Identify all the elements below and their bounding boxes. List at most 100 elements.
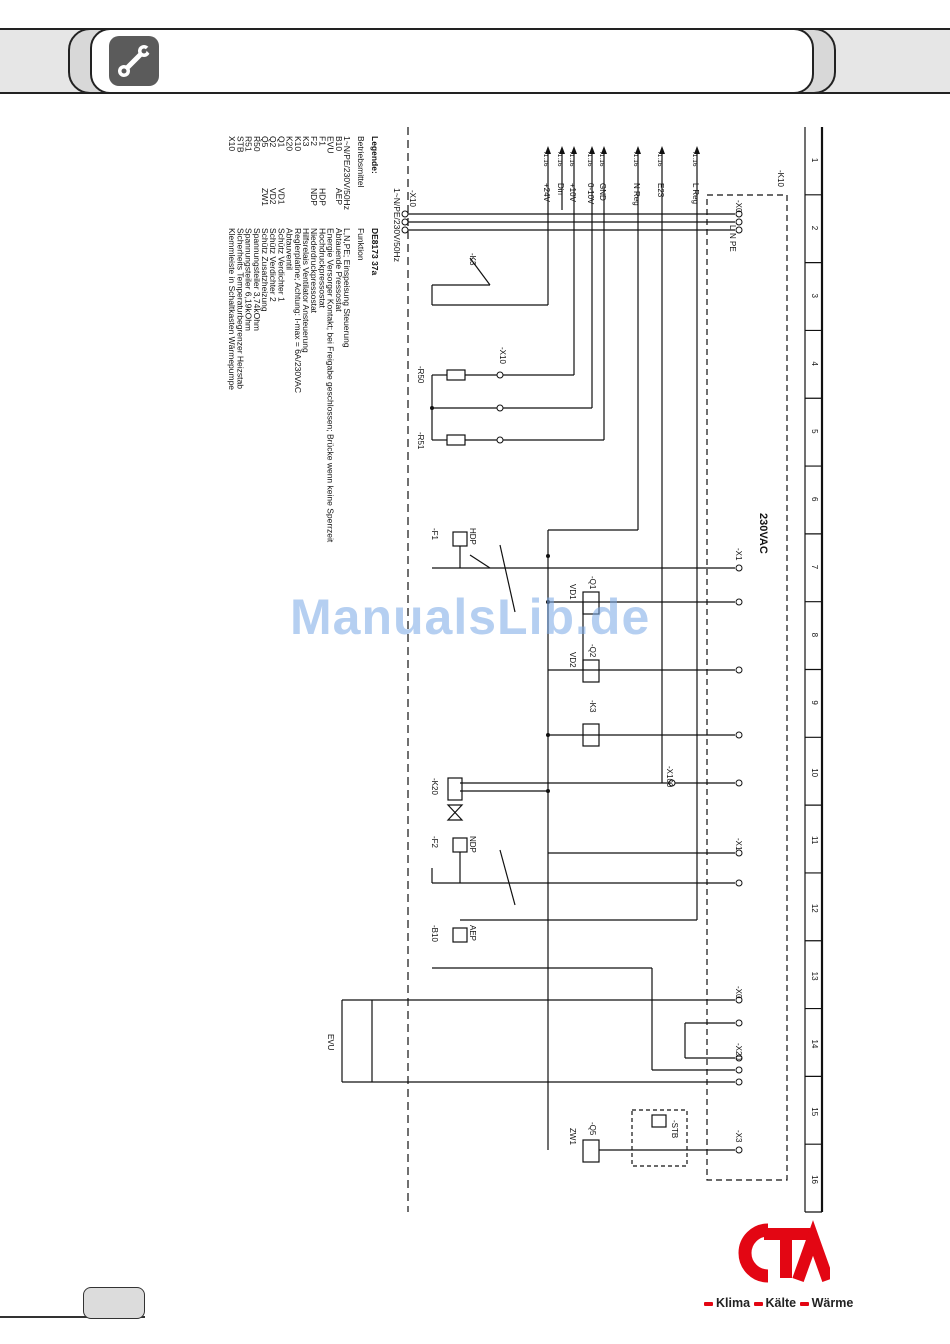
column-number: 8 bbox=[810, 633, 819, 638]
sig-e23: E23 bbox=[656, 183, 665, 198]
legend-cell: Schütz Zusatzheizung bbox=[260, 228, 270, 312]
term-l: L bbox=[728, 225, 737, 230]
legend-cell: Spannungsteiler 6,19kOhm bbox=[244, 228, 254, 331]
label-k10: -K10 bbox=[776, 170, 785, 187]
label-stb: -STB bbox=[670, 1120, 679, 1138]
label-x100: -X100 bbox=[665, 766, 674, 788]
reference-label: /1.16 bbox=[691, 152, 698, 167]
legend-cell: Spannungsteiler 3,74kOhm bbox=[252, 228, 262, 331]
term-n: N bbox=[728, 233, 737, 239]
legend-cell: Abtauende Pressostat bbox=[334, 228, 344, 312]
legend-cell: HDP bbox=[317, 188, 327, 206]
column-number: 12 bbox=[810, 904, 819, 913]
voltage-label: 230VAC bbox=[757, 513, 769, 554]
legend-title: Legende: bbox=[370, 136, 380, 174]
label-x10b: -X10 bbox=[498, 347, 507, 364]
legend-cell: Q1 bbox=[276, 136, 286, 148]
label-evu: EVU bbox=[326, 1034, 335, 1051]
legend-cell: Q2 bbox=[268, 136, 278, 148]
column-number: 5 bbox=[810, 429, 819, 434]
legend-col2-header: Funktion bbox=[356, 228, 366, 261]
label-r50: -R50 bbox=[416, 366, 425, 384]
label-x0: -X0 bbox=[734, 200, 743, 213]
legend-cell: R51 bbox=[244, 136, 254, 152]
sig-din: Din bbox=[556, 183, 565, 195]
legend-cell: Q5 bbox=[260, 136, 270, 148]
label-b10: -B10 bbox=[430, 925, 439, 942]
legend-cell: Hochdruckpressostat bbox=[317, 228, 327, 308]
label-k3: -K3 bbox=[468, 253, 477, 266]
legend-cell: STB bbox=[235, 136, 245, 153]
legend-cell: 1~N/PE/230V/50Hz bbox=[342, 136, 352, 210]
legend-cell: Klemmleiste in Schaltkasten Wärmepumpe bbox=[227, 228, 237, 390]
wrench-icon[interactable] bbox=[109, 36, 159, 86]
page-number-box bbox=[83, 1287, 145, 1319]
legend-cell: R50 bbox=[252, 136, 262, 152]
header-tab bbox=[90, 28, 814, 94]
label-hdp: HDP bbox=[468, 528, 477, 545]
legend-cell: Sicherheits Temperaturbegrenzer Heizstab bbox=[235, 228, 245, 389]
label-ndp: NDP bbox=[468, 836, 477, 853]
legend-cell: Schütz Verdichter 1 bbox=[276, 228, 286, 302]
legend-cell: Hilfsrelais Ventilator Ansteuerung bbox=[301, 228, 311, 353]
reference-label: /1.16 bbox=[568, 152, 575, 167]
reference-label: /1.16 bbox=[656, 152, 663, 167]
column-number: 10 bbox=[810, 768, 819, 777]
legend-col1-header: Betriebsmittel bbox=[356, 136, 366, 188]
legend-cell: VD1 bbox=[276, 188, 286, 205]
label-zw1: ZW1 bbox=[568, 1128, 577, 1145]
cta-logo bbox=[738, 1220, 830, 1283]
label-aep: AEP bbox=[468, 925, 477, 941]
column-number: 3 bbox=[810, 294, 819, 299]
legend-cell: K3 bbox=[301, 136, 311, 147]
legend-cell: F1 bbox=[317, 136, 327, 146]
column-number: 6 bbox=[810, 497, 819, 502]
footer-line bbox=[0, 1316, 145, 1318]
label-q2: -Q2 bbox=[588, 644, 597, 658]
legend-supply: 1~N/PE/230V/50Hz bbox=[392, 188, 402, 262]
dash-icon bbox=[753, 1301, 763, 1306]
column-number: 13 bbox=[810, 972, 819, 981]
column-number: 11 bbox=[810, 836, 819, 845]
sig-24v: +24V bbox=[542, 183, 551, 203]
legend: Legende: Betriebsmittel Funktion DE8173 … bbox=[227, 136, 402, 543]
column-number: 2 bbox=[810, 226, 819, 231]
dash-icon bbox=[704, 1301, 713, 1306]
column-number: 9 bbox=[810, 700, 819, 705]
label-x10: -X10 bbox=[408, 190, 417, 207]
term-pe: PE bbox=[728, 241, 737, 252]
column-number: 14 bbox=[810, 1039, 819, 1048]
label-f1: -F1 bbox=[430, 528, 439, 541]
label-k3b: -K3 bbox=[588, 700, 597, 713]
legend-cell: B10 bbox=[334, 136, 344, 151]
label-vd1: VD1 bbox=[568, 584, 577, 600]
sig-gnd: GND bbox=[598, 183, 607, 201]
sig-lreg: L Reg bbox=[691, 183, 700, 204]
sig-nreg: N Reg bbox=[632, 183, 641, 206]
legend-cell: F2 bbox=[309, 136, 319, 146]
column-number: 7 bbox=[810, 565, 819, 570]
reference-label: /1.16 bbox=[632, 152, 639, 167]
column-number: 1 bbox=[810, 158, 819, 163]
reference-label: /1.16 bbox=[598, 152, 605, 167]
legend-cell: EVU bbox=[326, 136, 336, 153]
reference-label: /1.16 bbox=[556, 152, 563, 167]
label-f2: -F2 bbox=[430, 836, 439, 849]
label-vd2: VD2 bbox=[568, 652, 577, 668]
legend-cell: X10 bbox=[227, 136, 237, 151]
sig-010v: 0-10V bbox=[586, 183, 595, 205]
dash-icon bbox=[799, 1301, 809, 1306]
column-number: 16 bbox=[810, 1175, 819, 1184]
reference-label: /1.16 bbox=[586, 152, 593, 167]
label-x1b: -X1 bbox=[734, 838, 743, 851]
legend-cell: Niederdruckpressostat bbox=[309, 228, 319, 314]
legend-cell: AEP bbox=[334, 188, 344, 205]
label-q5: -Q5 bbox=[588, 1122, 597, 1136]
sig-10v: +10V bbox=[568, 183, 577, 203]
label-x20: -X20 bbox=[734, 1043, 743, 1060]
label-x0b: -X0 bbox=[734, 986, 743, 999]
legend-cell: L,N,PE; Einspeisung Steuerung bbox=[342, 228, 352, 348]
reference-label: /1.16 bbox=[542, 152, 549, 167]
legend-cell: VD2 bbox=[268, 188, 278, 205]
